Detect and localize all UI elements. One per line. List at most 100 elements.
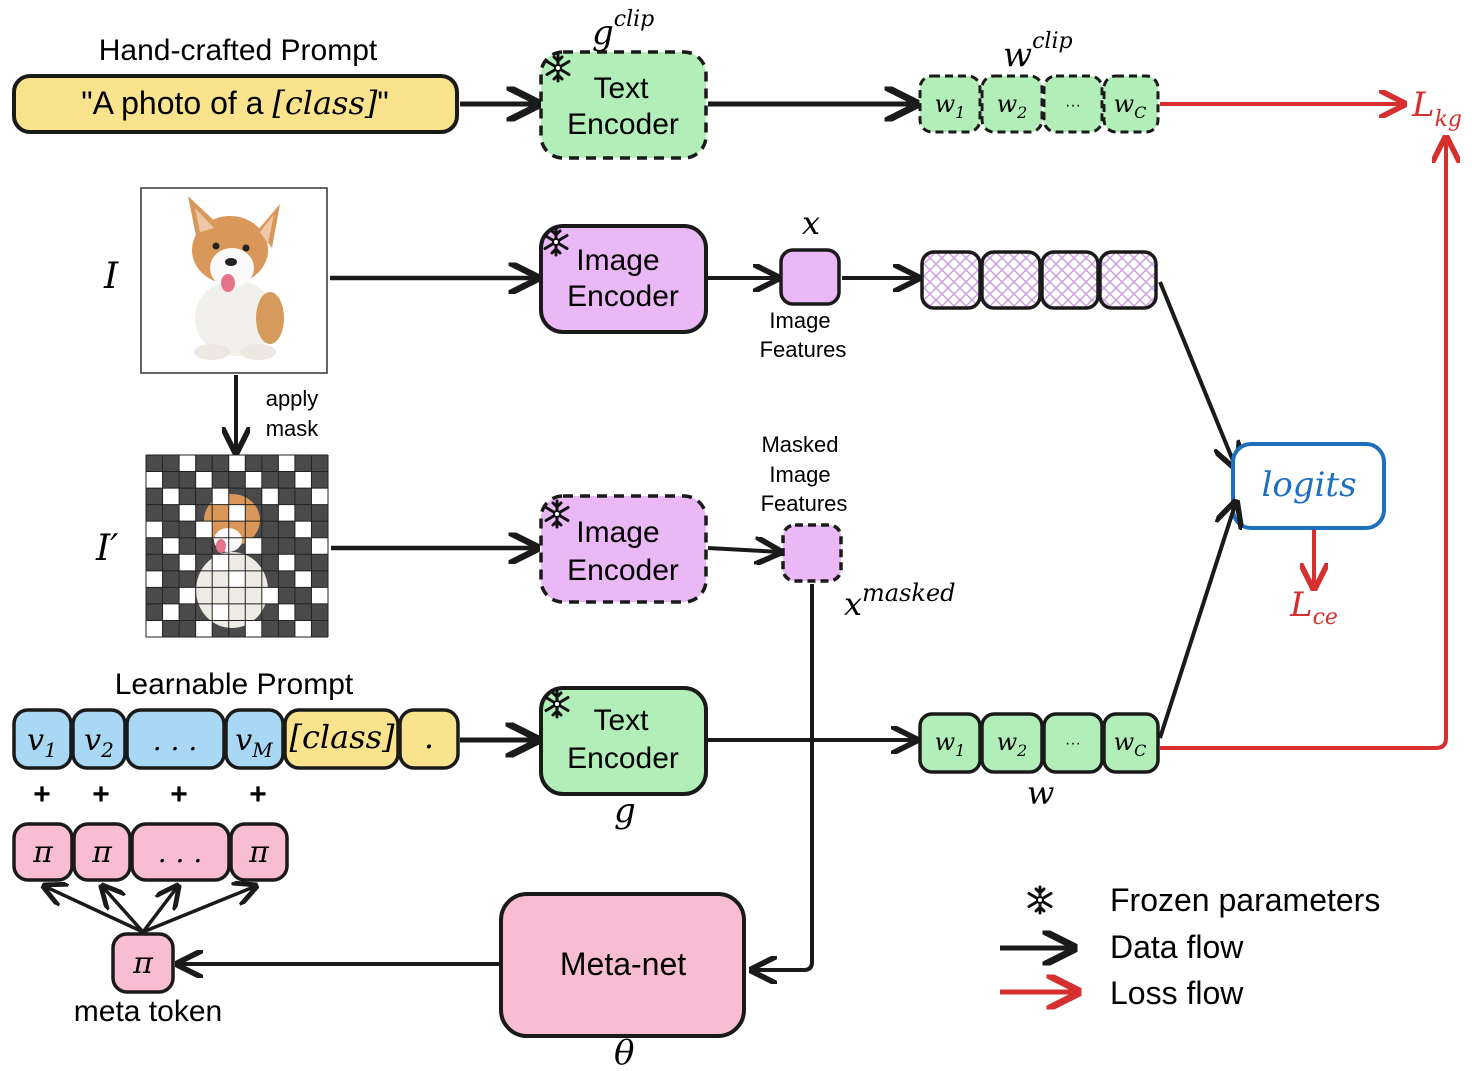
- learnable-token-v2: v2: [84, 723, 114, 762]
- image-features-label-line1: Image: [769, 308, 830, 333]
- masked-image-symbol: I′: [95, 528, 118, 569]
- g-clip-symbol: gclip: [592, 7, 654, 53]
- pi-token-ellipsis: . . .: [158, 836, 203, 869]
- mask-patch: [212, 554, 229, 571]
- learnable-encoder-label-line2: Encoder: [567, 742, 679, 775]
- mask-patch: [146, 570, 163, 588]
- svg-text:+: +: [170, 778, 188, 811]
- meta-net-box: [499, 892, 746, 1038]
- image-features-label-line2: Features: [760, 337, 847, 362]
- pi-token-1: π: [32, 835, 54, 870]
- legend-data-flow-label: Data flow: [1110, 929, 1244, 965]
- mask-patch: [278, 455, 295, 472]
- mask-patch: [311, 537, 328, 555]
- clip-weights-group: w1 w2 ··· wC: [918, 74, 1160, 134]
- learnable-weight-1: w1: [935, 728, 966, 760]
- meta-token-box: [111, 932, 175, 994]
- mask-patch: [294, 620, 312, 637]
- learnable-class-token: [class]: [289, 718, 395, 756]
- mask-patch: [162, 488, 180, 505]
- apply-mask-label-line1: apply: [266, 386, 319, 411]
- arrow-weights-to-logits: [1158, 502, 1236, 739]
- masked-features-label-line1: Masked: [761, 432, 838, 457]
- mask-patch: [245, 537, 262, 555]
- mask-patch: [261, 488, 279, 505]
- mask-patch: [294, 471, 312, 489]
- meta-token-symbol: π: [132, 946, 154, 981]
- meta-token-fanout-arrows: [44, 886, 256, 934]
- g-symbol: g: [614, 791, 636, 831]
- clip-weight-1: w1: [935, 90, 966, 122]
- learnable-weights-group: w1 w2 ··· wC: [918, 712, 1160, 774]
- learnable-period-token: .: [424, 718, 434, 756]
- learnable-encoder-label-line1: Text: [593, 704, 649, 737]
- mask-patch: [195, 620, 213, 637]
- handcrafted-prompt-text: "A photo of a [class]": [81, 84, 388, 122]
- arrow-masked-feature-to-metanet: [752, 584, 814, 970]
- mask-patch: [162, 537, 180, 555]
- logits-box: [1231, 442, 1386, 530]
- learnable-weight-2: w2: [997, 728, 1028, 760]
- mask-patch: [179, 504, 196, 522]
- plus-signs: + + + +: [33, 778, 267, 811]
- mask-patch: [228, 455, 246, 472]
- mask-patch: [311, 587, 328, 604]
- feature-symbol-x: x: [802, 204, 820, 242]
- w-symbol: w: [1027, 774, 1054, 812]
- mask-patch: [195, 471, 213, 489]
- legend-frozen-label: Frozen parameters: [1110, 882, 1380, 918]
- masked-features-label-line3: Features: [761, 491, 848, 516]
- masked-feature-box: [781, 523, 843, 583]
- mask-patch: [195, 521, 213, 538]
- image-symbol: I: [103, 256, 119, 297]
- arrow-masked-encoder-to-feature: [707, 548, 780, 552]
- w-clip-symbol: wclip: [1003, 29, 1073, 75]
- corgi-image: [188, 196, 284, 360]
- text-encoder-clip-label-line2: Encoder: [567, 108, 679, 141]
- text-encoder-clip-label-line1: Text: [593, 72, 649, 105]
- loss-kg-label: Lkg: [1411, 85, 1462, 132]
- mask-patch: [146, 620, 163, 637]
- mask-patch: [228, 504, 246, 522]
- pi-token-2: π: [91, 835, 113, 870]
- legend: Frozen parameters Data flow Loss flow: [1000, 882, 1380, 1011]
- learnable-weight-ellipsis: ···: [1065, 735, 1081, 752]
- clip-weight-ellipsis: ···: [1065, 97, 1081, 114]
- theta-symbol: θ: [614, 1033, 634, 1071]
- learnable-weight-c: wC: [1114, 728, 1147, 760]
- mask-patch: [212, 603, 229, 621]
- svg-text:+: +: [249, 778, 267, 811]
- mask-patch: [179, 587, 196, 604]
- snowflake-icon: [1027, 885, 1053, 915]
- masked-encoder-label-line1: Image: [576, 516, 659, 549]
- clip-weight-2: w2: [997, 90, 1028, 122]
- mask-patch: [278, 603, 295, 621]
- learnable-tokens-group: v1 v2 . . . vM [class] .: [12, 708, 460, 770]
- mask-patch: [278, 554, 295, 571]
- mask-patch: [294, 570, 312, 588]
- masked-features-label-line2: Image: [769, 462, 830, 487]
- mask-patch: [245, 471, 262, 489]
- mask-patch: [146, 521, 163, 538]
- svg-text:+: +: [92, 778, 110, 811]
- learnable-prompt-title: Learnable Prompt: [115, 668, 354, 701]
- image-feature-box: [779, 248, 841, 306]
- mask-patch: [212, 488, 229, 505]
- mask-patch: [278, 504, 295, 522]
- legend-loss-flow-label: Loss flow: [1110, 975, 1244, 1011]
- svg-text:+: +: [33, 778, 51, 811]
- mask-patch: [179, 554, 196, 571]
- mask-patch: [146, 471, 163, 489]
- text-encoder-clip-box: [539, 50, 708, 160]
- mask-patch: [245, 620, 262, 637]
- pi-token-m: π: [248, 835, 270, 870]
- apply-mask-label-line2: mask: [266, 416, 320, 441]
- mask-patch: [228, 570, 246, 588]
- loss-arrow-weights-to-lkg: [1160, 138, 1446, 750]
- image-encoder-box: [539, 224, 708, 334]
- pi-tokens-group: π π . . . π: [12, 822, 289, 882]
- mask-patch: [179, 455, 196, 472]
- mask-patch: [311, 488, 328, 505]
- learnable-token-ellipsis: . . .: [153, 724, 198, 757]
